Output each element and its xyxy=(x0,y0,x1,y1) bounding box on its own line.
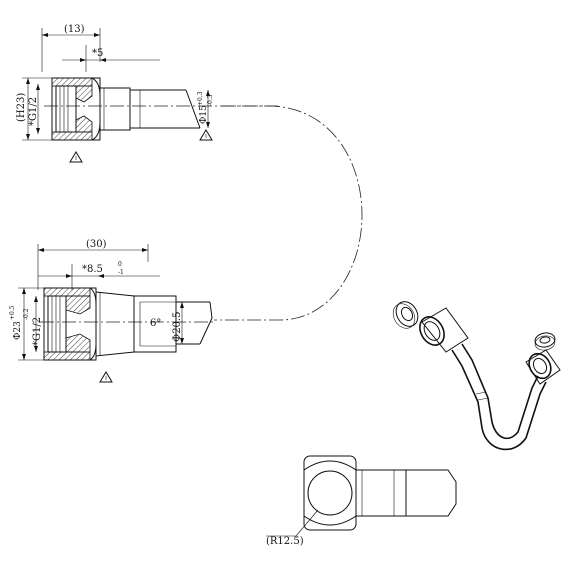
top-warning-triangle-icon xyxy=(69,151,83,163)
top-dim-hex: (H23) xyxy=(16,93,27,122)
hose-centreline xyxy=(214,105,363,321)
top-dim-overall: (13) xyxy=(64,24,85,35)
bottom-dim-overall: (30) xyxy=(86,239,107,250)
top-dim-tube-tol-upper: +0.3 xyxy=(197,91,204,106)
elbow-dim-radius: (R12.5) xyxy=(266,536,304,547)
isometric-hose-assembly xyxy=(392,301,561,451)
bottom-fitting: (30) *8.5 0 -1 Φ23 +0.5 -0.2 *G1/2 xyxy=(9,239,214,383)
top-dim-thread: *G1/2 xyxy=(28,97,39,126)
top-dim-tube-tol-lower: -0.3 xyxy=(207,94,214,106)
bottom-dim-nut-tol-lower: -1 xyxy=(118,269,124,276)
washer-left-icon xyxy=(392,301,419,329)
top-dim-tube: Φ15 xyxy=(199,105,209,124)
nut-right-icon xyxy=(525,349,561,385)
top-dim-nut: *5 xyxy=(92,48,103,59)
bottom-dim-outer: Φ23 xyxy=(13,321,23,340)
bottom-dim-thread: *G1/2 xyxy=(32,317,43,346)
bottom-warning-triangle-icon xyxy=(99,371,113,383)
bottom-dim-nut-tol-upper: 0 xyxy=(118,261,122,268)
bottom-dim-nut: *8.5 xyxy=(82,264,103,275)
washer-right-icon xyxy=(534,332,556,351)
bottom-dim-angle: 6° xyxy=(150,318,161,329)
top-fitting: (13) *5 (H23) *G1/2 xyxy=(16,24,280,163)
bottom-dim-tube: Φ20.5 xyxy=(172,312,183,342)
bottom-dim-outer-tol-upper: +0.5 xyxy=(9,305,16,320)
nut-left-icon xyxy=(419,307,469,353)
top-tube-triangle-icon xyxy=(199,129,213,141)
elbow-detail: (R12.5) xyxy=(266,455,457,547)
bottom-dim-outer-tol-lower: -0.2 xyxy=(23,308,30,320)
